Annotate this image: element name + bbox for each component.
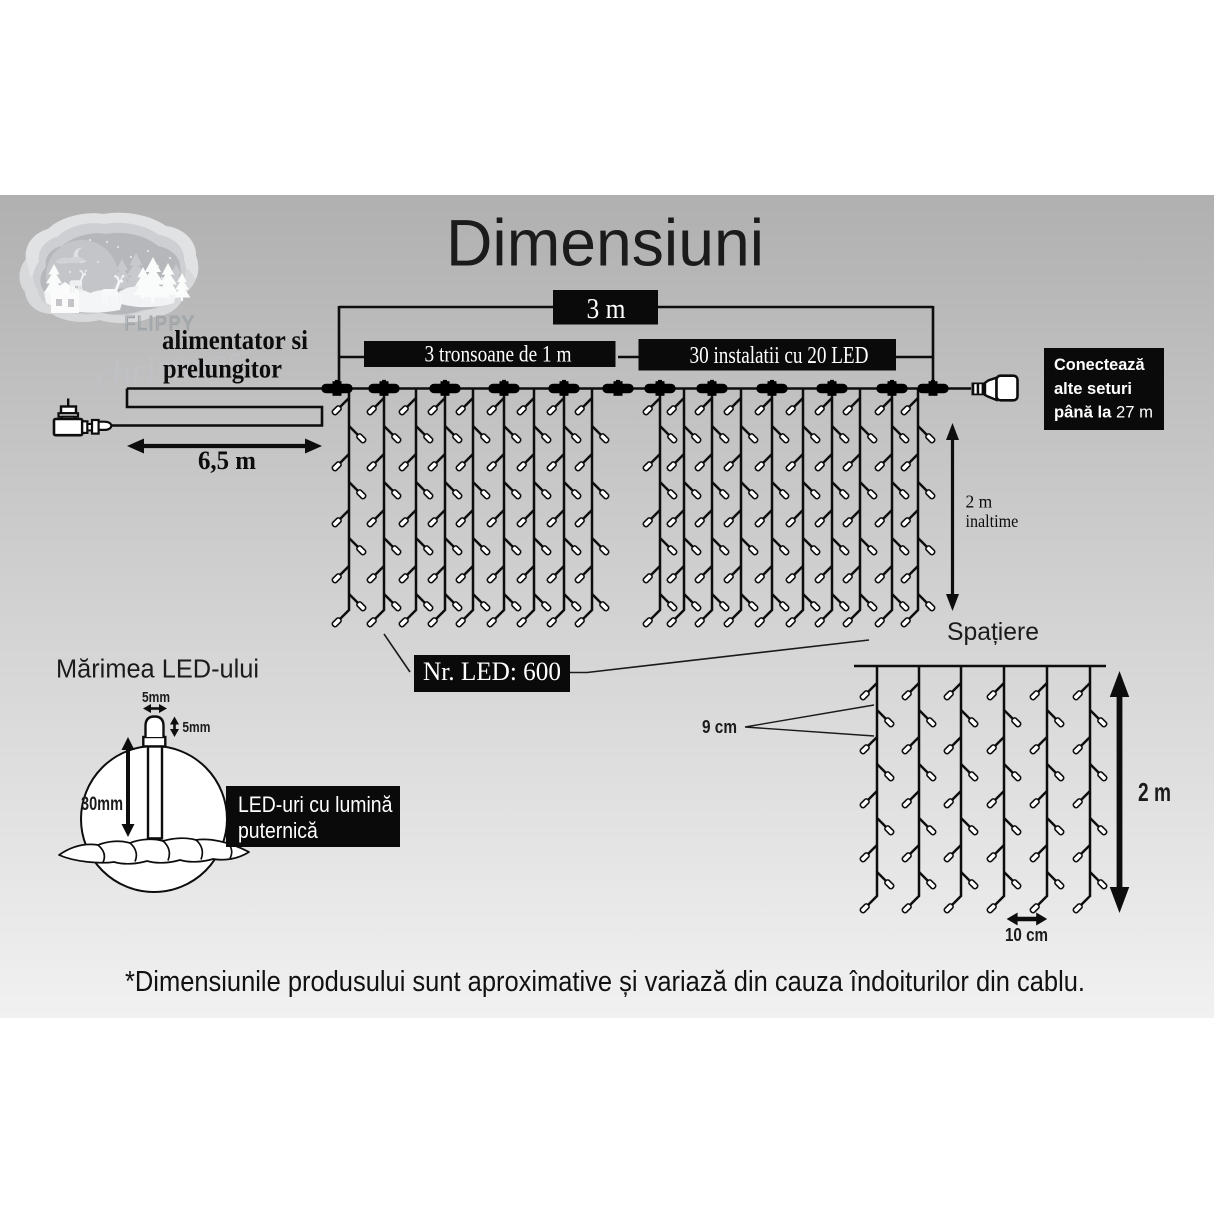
- svg-text:Dimensiuni: Dimensiuni: [446, 206, 764, 280]
- svg-text:10 cm: 10 cm: [1005, 925, 1048, 945]
- svg-text:prelungitor: prelungitor: [163, 354, 282, 384]
- svg-text:FLIPPY: FLIPPY: [125, 313, 196, 335]
- svg-text:puternică: puternică: [238, 818, 318, 843]
- svg-text:6,5 m: 6,5 m: [198, 446, 256, 475]
- svg-text:2 m: 2 m: [966, 492, 993, 512]
- svg-text:5mm: 5mm: [142, 690, 170, 706]
- svg-text:3 tronsoane de 1 m: 3 tronsoane de 1 m: [425, 342, 572, 367]
- svg-text:alimentator si: alimentator si: [162, 325, 308, 355]
- svg-text:30mm: 30mm: [81, 793, 123, 815]
- svg-text:30 instalatii cu 20 LED: 30 instalatii cu 20 LED: [690, 343, 869, 369]
- svg-text:*Dimensiunile produsului sunt: *Dimensiunile produsului sunt aproximati…: [125, 966, 1085, 998]
- svg-text:Spațiere: Spațiere: [947, 618, 1039, 646]
- svg-text:9 cm: 9 cm: [702, 717, 737, 737]
- svg-text:Nr. LED: 600: Nr. LED: 600: [423, 657, 561, 686]
- svg-text:până la 27 m: până la 27 m: [1054, 404, 1153, 422]
- svg-text:Mărimea LED-ului: Mărimea LED-ului: [56, 656, 259, 684]
- svg-text:2 m: 2 m: [1138, 777, 1171, 807]
- svg-text:LED-uri cu lumină: LED-uri cu lumină: [238, 792, 393, 817]
- svg-text:5mm: 5mm: [182, 720, 210, 736]
- svg-text:alte seturi: alte seturi: [1054, 380, 1132, 398]
- svg-text:inaltime: inaltime: [966, 511, 1019, 531]
- svg-text:Conectează: Conectează: [1054, 356, 1145, 374]
- svg-text:3 m: 3 m: [587, 293, 626, 325]
